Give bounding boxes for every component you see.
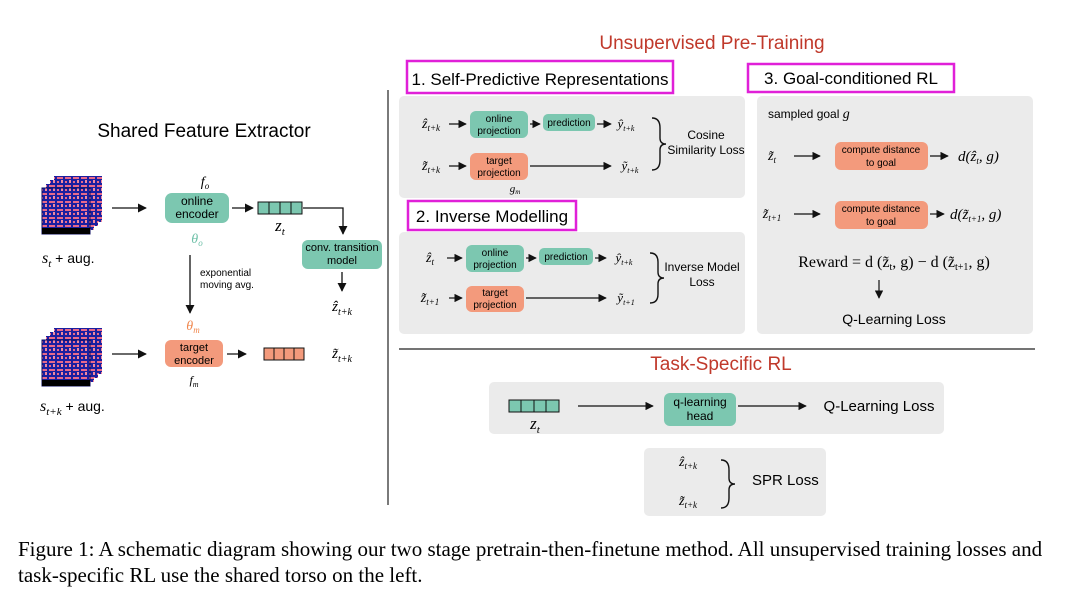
spr-loss-input-2: z̃t+k bbox=[678, 494, 698, 510]
inverse-title-box bbox=[406, 199, 578, 232]
figure-caption: Figure 1: A schematic diagram showing ou… bbox=[18, 537, 1043, 587]
inverse-output-1: ŷt+k bbox=[614, 250, 633, 267]
spr-output-1: ŷt+k bbox=[616, 116, 635, 133]
inverse-prediction-box: prediction bbox=[539, 248, 593, 265]
goal-loss-label: Q-Learning Loss bbox=[842, 311, 946, 327]
input-bottom-label: st+k + aug. bbox=[40, 398, 105, 418]
spr-loss-label: SPR Loss bbox=[752, 472, 819, 489]
spr-input-1: ẑt+k bbox=[421, 117, 441, 133]
spr-input-2: z̃t+k bbox=[421, 159, 441, 175]
goal-input-2: z̃t+1 bbox=[762, 207, 782, 223]
game-frame-stack-bottom bbox=[41, 328, 102, 387]
goal-title: 3. Goal-conditioned RL bbox=[764, 69, 938, 88]
inverse-input-1: ẑt bbox=[425, 251, 434, 267]
goal-input-1: z̃t bbox=[767, 149, 776, 165]
spr-loss-panel bbox=[644, 448, 826, 516]
pretraining-title: Unsupervised Pre-Training bbox=[599, 33, 824, 54]
inverse-output-2: ỹt+1 bbox=[615, 290, 634, 307]
spr-gm-label: gm bbox=[510, 183, 521, 196]
zhat-tk-label: ẑt+k bbox=[331, 299, 352, 318]
latent-vector-zt bbox=[257, 201, 303, 215]
input-top-label: st + aug. bbox=[42, 250, 95, 270]
task-loss-label: Q-Learning Loss bbox=[824, 398, 935, 415]
spr-loss-input-1: ẑt+k bbox=[678, 455, 698, 471]
theta-m-label: θm bbox=[186, 319, 200, 335]
svg-text:prediction: prediction bbox=[544, 252, 587, 263]
f-m-label: fm bbox=[189, 373, 198, 389]
theta-o-label: θo bbox=[191, 232, 203, 248]
extractor-title: Shared Feature Extractor bbox=[97, 121, 311, 142]
f-o-label: fo bbox=[201, 175, 210, 191]
latent-vector-target bbox=[263, 347, 305, 361]
inverse-input-2: z̃t+1 bbox=[420, 291, 440, 307]
task-zt-label: zt bbox=[529, 414, 541, 436]
goal-distance-2: d(z̃t+1, g) bbox=[950, 207, 1001, 224]
svg-text:prediction: prediction bbox=[547, 118, 590, 129]
goal-distance-1: d(ẑt, g) bbox=[958, 149, 999, 166]
goal-title-box bbox=[746, 62, 956, 94]
spr-loss-brace bbox=[720, 459, 736, 509]
goal-sampled-label: sampled goal g bbox=[768, 107, 850, 122]
inverse-title: 2. Inverse Modelling bbox=[416, 207, 568, 226]
goal-reward-formula: Reward = d (z̃t, g) − d (z̃t+1, g) bbox=[798, 254, 990, 273]
task-latent-vector bbox=[508, 399, 560, 413]
zt-label: zt bbox=[274, 216, 286, 238]
spr-prediction-box: prediction bbox=[543, 114, 595, 131]
arrow-zt-to-transition bbox=[303, 207, 348, 235]
spr-title-box bbox=[405, 59, 675, 95]
spr-title: 1. Self-Predictive Representations bbox=[411, 70, 668, 89]
spr-output-2: ỹt+k bbox=[620, 158, 639, 175]
ztilde-tk-label: z̃t+k bbox=[331, 346, 352, 365]
inverse-brace bbox=[649, 252, 665, 304]
task-title: Task-Specific RL bbox=[650, 354, 792, 375]
game-frame-stack-top bbox=[41, 176, 102, 235]
spr-brace bbox=[651, 117, 667, 171]
